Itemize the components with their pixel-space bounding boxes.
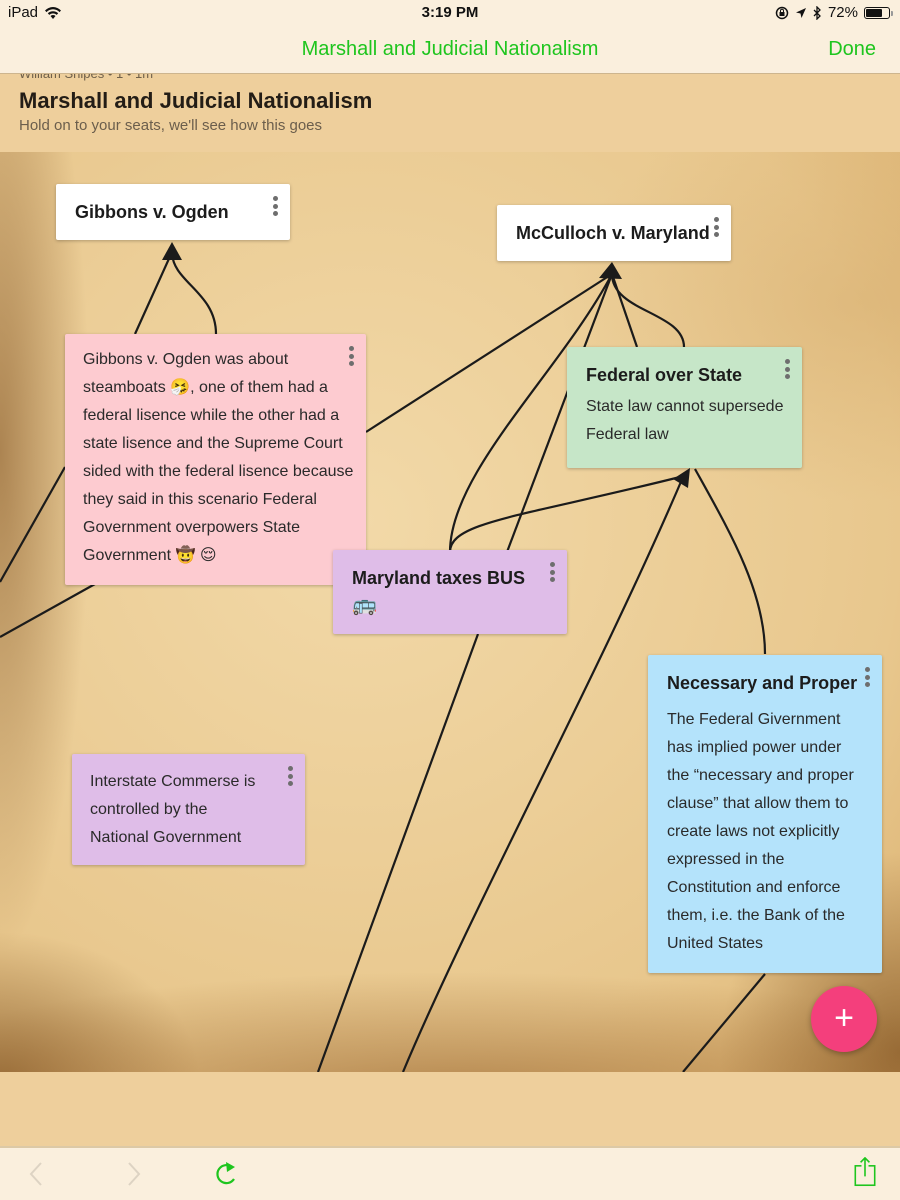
card-maryland-taxes-bus[interactable]: Maryland taxes BUS 🚌 bbox=[333, 550, 567, 634]
orientation-lock-icon bbox=[775, 6, 789, 19]
card-title: Gibbons v. Ogden bbox=[75, 202, 229, 222]
done-button[interactable]: Done bbox=[828, 38, 876, 60]
clock: 3:19 PM bbox=[421, 4, 479, 21]
forward-chevron-icon[interactable] bbox=[118, 1159, 148, 1189]
card-body: Interstate Commerse is controlled by the… bbox=[90, 773, 256, 846]
bluetooth-icon bbox=[813, 5, 821, 20]
device-name: iPad bbox=[8, 4, 39, 21]
footer-band bbox=[0, 1072, 900, 1148]
card-menu-icon[interactable] bbox=[547, 560, 557, 584]
nav-title: Marshall and Judicial Nationalism bbox=[301, 38, 599, 60]
share-icon[interactable] bbox=[850, 1157, 880, 1187]
board-subtitle: Hold on to your seats, we'll see how thi… bbox=[19, 117, 323, 134]
navigation-bar: Marshall and Judicial Nationalism Done bbox=[0, 26, 900, 74]
bottom-toolbar bbox=[0, 1149, 900, 1200]
board-canvas[interactable]: Gibbons v. Ogden McCulloch v. Maryland G… bbox=[0, 152, 900, 1072]
board-header: William Snipes • 1 • 1m Marshall and Jud… bbox=[0, 74, 900, 152]
bus-emoji: 🚌 bbox=[352, 594, 377, 616]
card-menu-icon[interactable] bbox=[782, 357, 792, 381]
card-title: McCulloch v. Maryland bbox=[516, 223, 710, 243]
card-menu-icon[interactable] bbox=[270, 194, 280, 218]
card-menu-icon[interactable] bbox=[862, 665, 872, 689]
back-chevron-icon[interactable] bbox=[22, 1159, 52, 1189]
board-title: Marshall and Judicial Nationalism bbox=[19, 88, 373, 113]
card-title: Federal over State bbox=[586, 365, 743, 385]
arrowhead-gibbons bbox=[162, 242, 182, 260]
card-mcculloch-v-maryland[interactable]: McCulloch v. Maryland bbox=[497, 205, 731, 261]
arrowhead-federal bbox=[673, 468, 690, 488]
author-line: William Snipes • 1 • 1m bbox=[19, 74, 153, 81]
card-menu-icon[interactable] bbox=[285, 764, 295, 788]
card-interstate-commerse[interactable]: Interstate Commerse is controlled by the… bbox=[72, 754, 305, 865]
card-menu-icon[interactable] bbox=[346, 344, 356, 368]
card-body: The Federal Givernment has implied power… bbox=[667, 711, 854, 952]
card-gibbons-v-ogden[interactable]: Gibbons v. Ogden bbox=[56, 184, 290, 240]
location-icon bbox=[795, 7, 806, 18]
card-title: Maryland taxes BUS bbox=[352, 568, 526, 588]
card-necessary-and-proper[interactable]: Necessary and Proper The Federal Givernm… bbox=[648, 655, 882, 973]
card-title: Necessary and Proper bbox=[667, 673, 858, 693]
card-menu-icon[interactable] bbox=[711, 215, 721, 239]
status-bar: iPad 3:19 PM 72% bbox=[0, 0, 900, 26]
add-card-button[interactable]: + bbox=[811, 986, 877, 1052]
card-body: Gibbons v. Ogden was about steamboats 🤧,… bbox=[83, 351, 354, 564]
card-body: State law cannot supersede Federal law bbox=[586, 398, 784, 443]
wifi-icon bbox=[45, 6, 62, 19]
card-federal-over-state[interactable]: Federal over State State law cannot supe… bbox=[567, 347, 802, 468]
card-gibbons-note[interactable]: Gibbons v. Ogden was about steamboats 🤧,… bbox=[65, 334, 366, 585]
battery-icon bbox=[864, 6, 893, 19]
arrowhead-mcculloch bbox=[599, 262, 622, 279]
reload-icon[interactable] bbox=[212, 1159, 242, 1189]
battery-percent: 72% bbox=[827, 4, 858, 21]
